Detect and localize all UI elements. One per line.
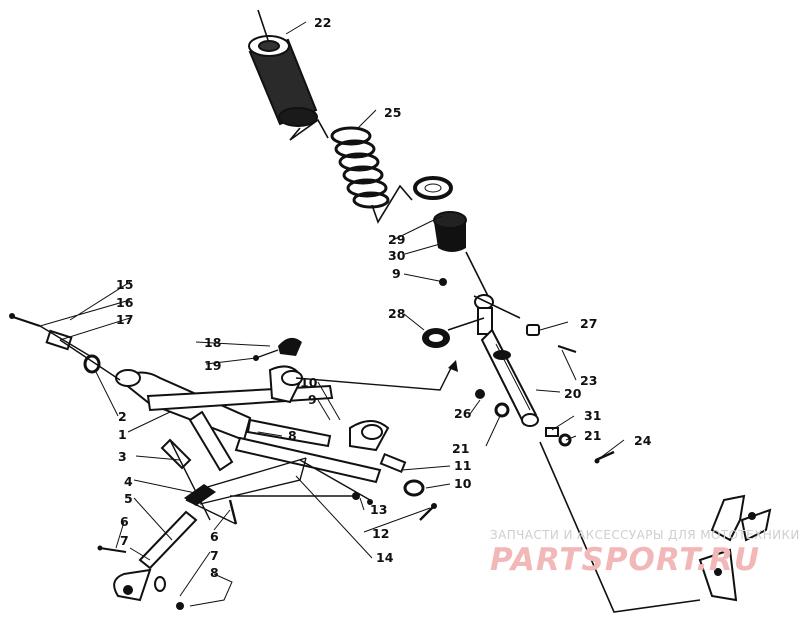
spring-guide-line: [371, 184, 413, 224]
part-label: 28: [388, 306, 405, 321]
part-label: 21: [452, 441, 469, 456]
part-label: 12: [372, 526, 389, 541]
shock-absorber-body: [474, 294, 539, 427]
part-label: 10: [300, 375, 318, 390]
watermark-caption: ЗАПЧАСТИ И АКСЕССУАРЫ ДЛЯ МОТОТЕХНИКИ: [490, 528, 800, 542]
shock-boot: [248, 35, 318, 127]
part-label: 17: [116, 312, 133, 327]
part-label: 3: [118, 449, 127, 464]
shock-axis-line: [465, 251, 489, 297]
pivot-bolt-15-16-17: [9, 313, 101, 374]
rear-bracket: [698, 494, 772, 602]
part-label: 27: [580, 316, 597, 331]
part-label: 30: [388, 248, 406, 263]
part-label: 10: [454, 476, 472, 491]
part-label: 5: [124, 491, 133, 506]
linkage-18-19: [253, 337, 302, 361]
part-label: 25: [384, 105, 401, 120]
part-label: 7: [210, 548, 219, 563]
part-label: 24: [634, 433, 652, 448]
part-label: 29: [388, 232, 405, 247]
part-label: 14: [376, 550, 394, 565]
part-label: 7: [120, 533, 129, 548]
part-labels: 22 25 29 30 9 28 27 23 20 31 21 26 21 24…: [116, 15, 652, 580]
part-label: 31: [584, 408, 601, 423]
part-label: 2: [118, 409, 127, 424]
shock-center-line-top: [257, 9, 329, 141]
part-label: 6: [120, 514, 129, 529]
part-label: 9: [392, 266, 401, 281]
adjuster-rod: [97, 484, 238, 610]
front-arm-assembly: [115, 365, 390, 484]
shock-mount-line: [447, 295, 701, 613]
part-label: 21: [584, 428, 601, 443]
part-label: 11: [454, 458, 471, 473]
arrow-head: [448, 360, 458, 372]
part-label: 23: [580, 373, 597, 388]
shock-hardware: [439, 278, 615, 464]
watermark-logo: PARTSPORT.RU: [490, 542, 761, 578]
part-label: 15: [116, 277, 133, 292]
part-label: 18: [204, 335, 221, 350]
part-label: 6: [210, 529, 219, 544]
part-label: 26: [454, 406, 472, 421]
linkage-hardware-lower: [352, 452, 437, 521]
part-label: 8: [210, 565, 219, 580]
shock-spring: [330, 126, 390, 209]
part-label: 22: [314, 15, 331, 30]
spring-seat-washer: [413, 176, 453, 200]
bushing-28: [422, 328, 450, 348]
part-label: 13: [370, 502, 387, 517]
part-label: 8: [288, 428, 297, 443]
part-label: 16: [116, 295, 134, 310]
part-label: 9: [308, 392, 317, 407]
part-label: 1: [118, 427, 127, 442]
part-label: 20: [564, 386, 582, 401]
leader-lines: [39, 21, 625, 607]
part-label: 19: [204, 358, 221, 373]
part-label: 4: [124, 474, 133, 489]
